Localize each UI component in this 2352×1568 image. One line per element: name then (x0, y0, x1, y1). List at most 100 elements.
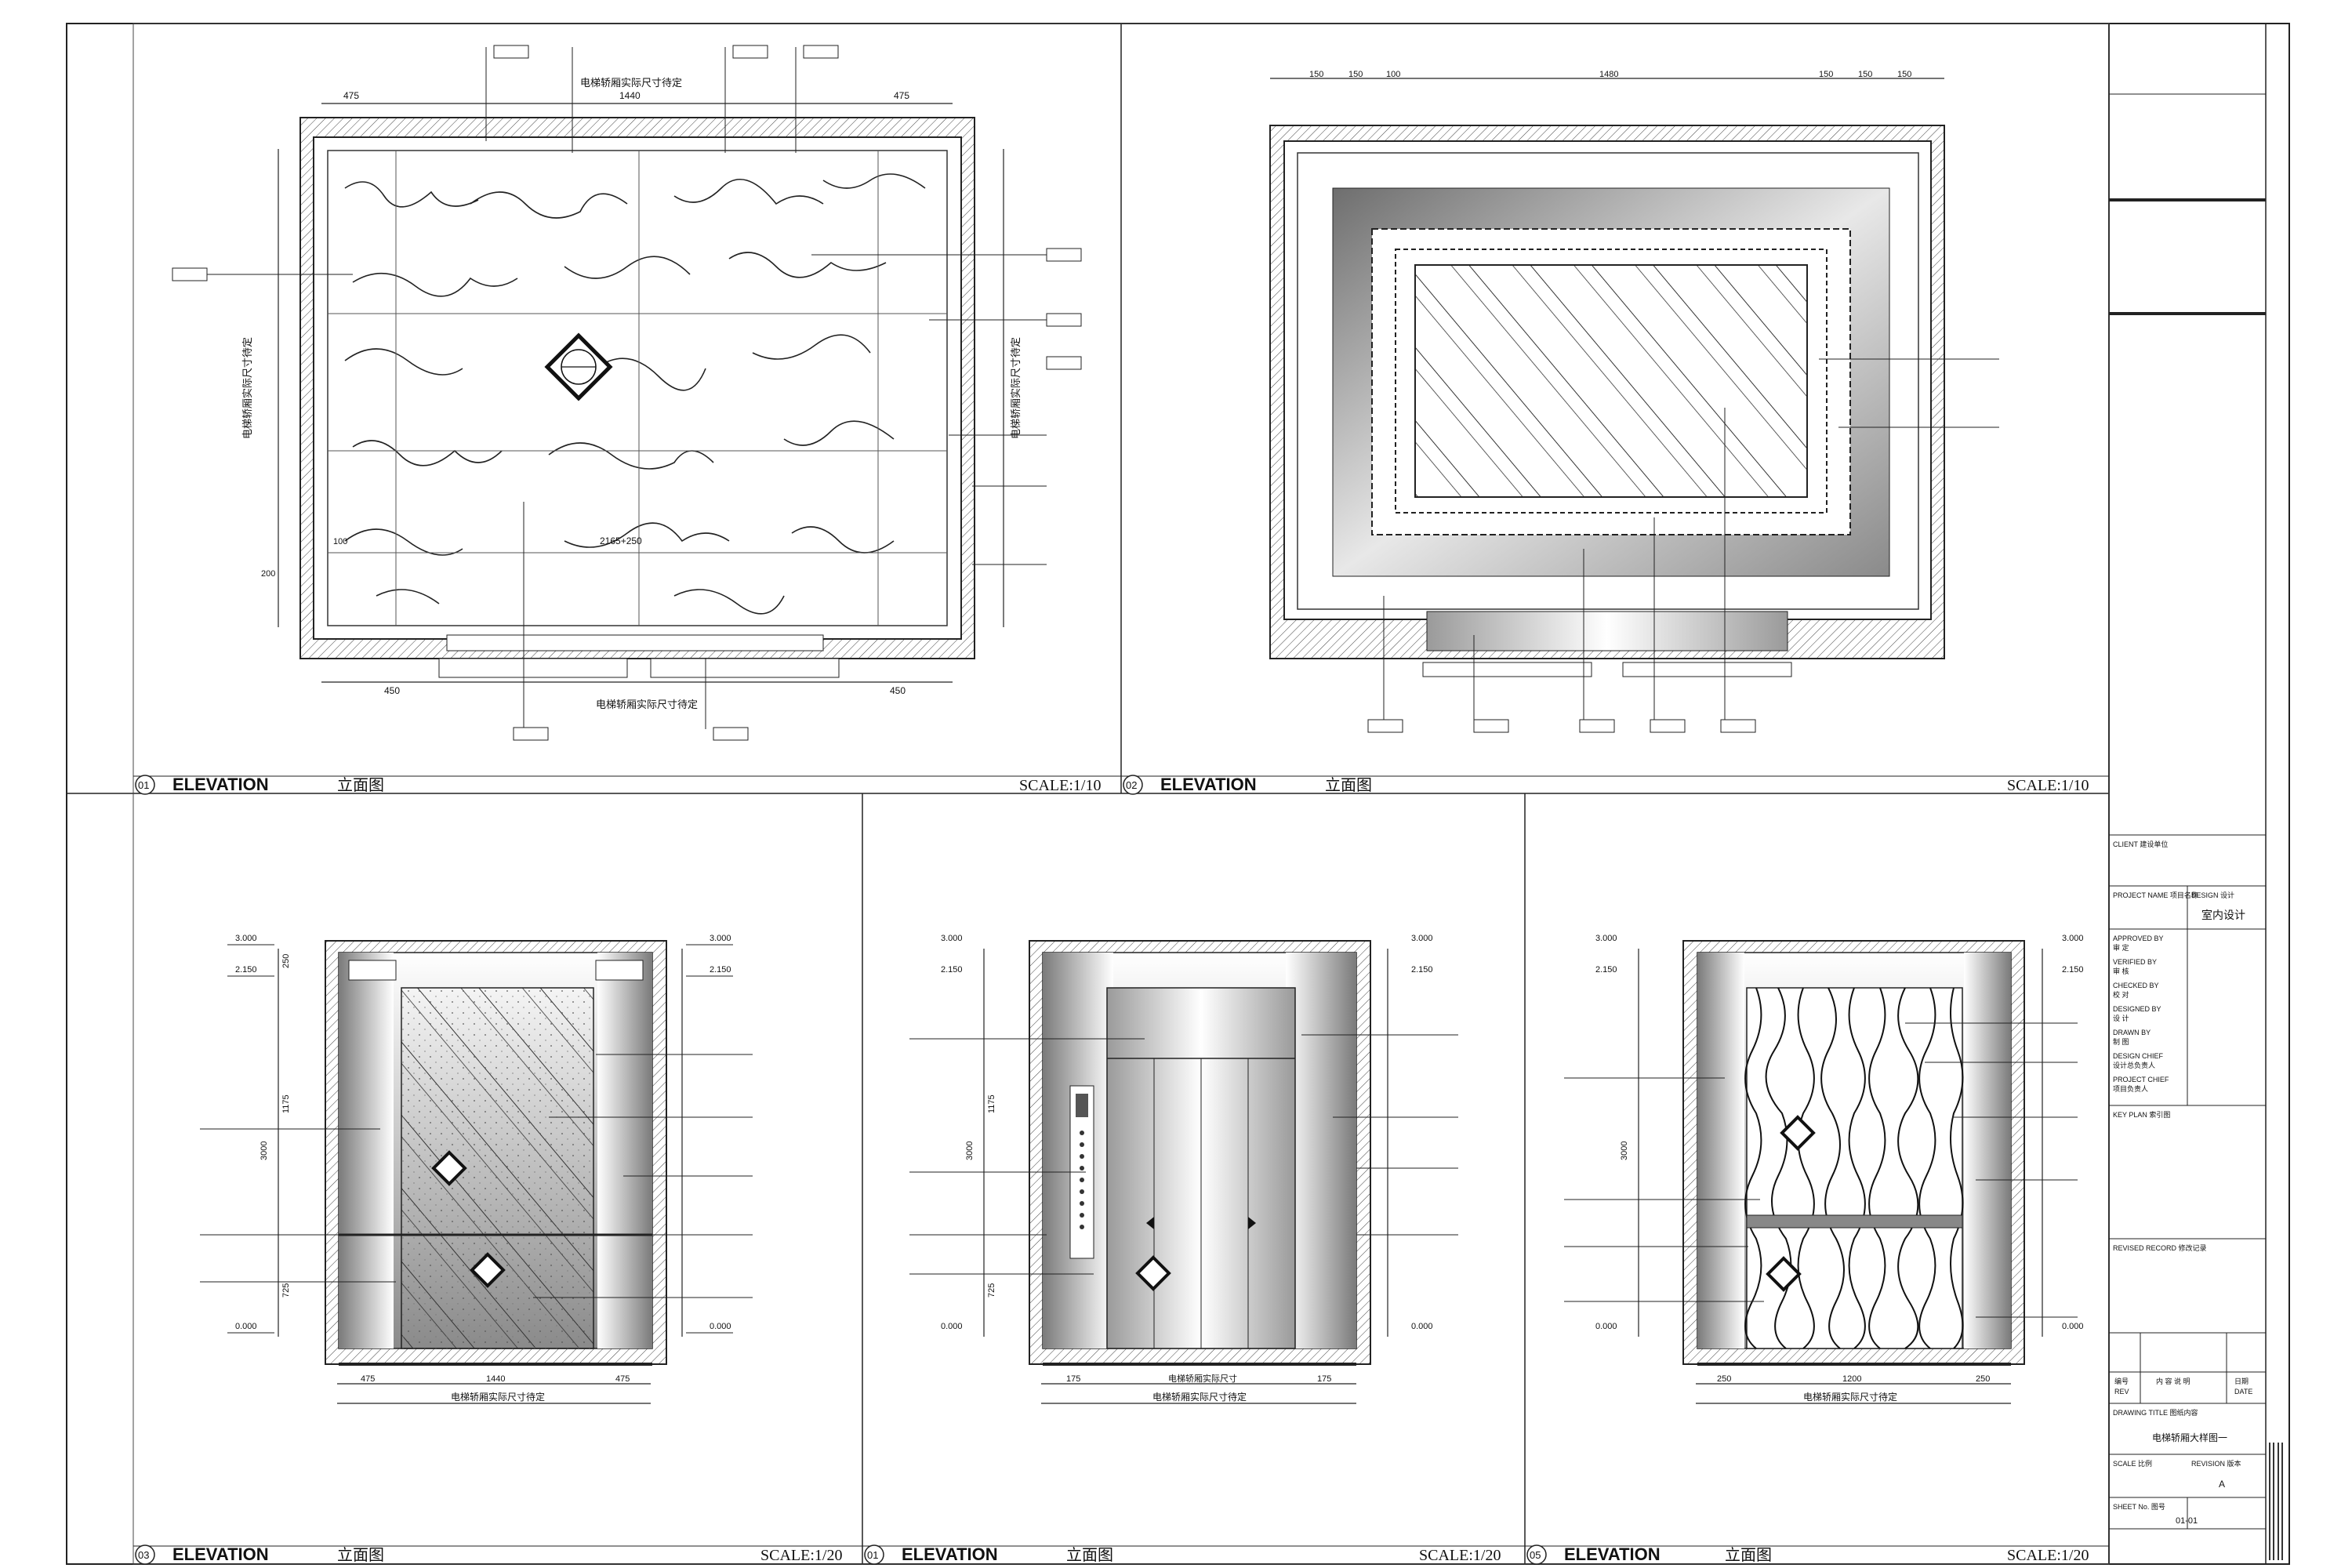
plan1-dim-small-a: 100 (333, 537, 347, 546)
p3-title: ELEVATION (172, 1544, 269, 1564)
p1-scale: SCALE:1/10 (1019, 777, 1101, 794)
e4-h-2: 1175 (987, 1094, 996, 1113)
tb-role-13: PROJECT CHIEF (2113, 1076, 2169, 1083)
plan1-dim-small-b: 200 (261, 569, 275, 579)
e5-b-1: 250 (1717, 1374, 1731, 1384)
e5-bottom-note: 电梯轿厢实际尺寸待定 (1803, 1391, 1897, 1403)
elevation-04: 3.000 2.150 0.000 3.000 2.150 0.000 3000… (909, 934, 1458, 1404)
e5-level-top-r: 3.000 (2062, 934, 2084, 943)
tb-rev-en-1: REV (2114, 1388, 2129, 1396)
plan1-dim-b2: 450 (890, 685, 906, 696)
plan1-note-top: 电梯轿厢实际尺寸待定 (580, 77, 682, 89)
e4-bottom-note: 电梯轿厢实际尺寸待定 (1152, 1391, 1247, 1403)
tb-project: PROJECT NAME 项目名称 (2113, 891, 2198, 899)
e5-b-3: 250 (1976, 1374, 1990, 1384)
tb-role-4: 审 核 (2113, 967, 2129, 975)
e3-level-bot: 0.000 (235, 1322, 257, 1331)
tb-role-12: 设计总负责人 (2113, 1061, 2155, 1069)
plan1-dim-b1: 450 (384, 685, 400, 696)
plan2-dim-3: 100 (1386, 70, 1400, 79)
tb-rev-col-3: 日期 (2234, 1377, 2249, 1385)
e3-level-bot-r: 0.000 (710, 1322, 731, 1331)
plan1-dim-2: 1440 (619, 90, 641, 101)
tb-rev-col-2: 内 容 说 明 (2156, 1377, 2190, 1385)
e3-level-top-r: 3.000 (710, 934, 731, 943)
p5-title-cn: 立面图 (1725, 1546, 1772, 1564)
p5-scale: SCALE:1/20 (2007, 1547, 2089, 1564)
plan2-dim-6: 150 (1858, 70, 1872, 79)
tb-role-5: CHECKED BY (2113, 982, 2159, 989)
plan1-dim-center: 2165+250 (600, 535, 642, 546)
tb-role-2: 审 定 (2113, 943, 2129, 952)
e3-h-2: 1175 (281, 1094, 291, 1113)
p3-title-cn: 立面图 (337, 1546, 384, 1564)
p5-num: 05 (1530, 1549, 1541, 1561)
tb-design-value: 室内设计 (2201, 909, 2245, 921)
title-block: CLIENT 建设单位 PROJECT NAME 项目名称 DESIGN 设计 … (2109, 24, 2283, 1564)
e3-h-total: 3000 (260, 1142, 269, 1160)
e4-level-top: 3.000 (941, 934, 963, 943)
tb-sheet-label: SHEET No. 图号 (2113, 1503, 2165, 1511)
e4-level-mid: 2.150 (941, 965, 963, 975)
plan1-dim-3: 475 (894, 90, 909, 101)
tb-version: A (2219, 1479, 2225, 1490)
e4-level-bot-r: 0.000 (1411, 1322, 1433, 1331)
p1-num: 01 (138, 779, 149, 791)
e4-note: 电梯轿厢实际尺寸 (1168, 1373, 1237, 1384)
e3-note: 电梯轿厢实际尺寸待定 (451, 1391, 545, 1403)
p4-num: 01 (867, 1549, 878, 1561)
p2-num: 02 (1126, 779, 1137, 791)
e3-level-mid: 2.150 (235, 965, 257, 975)
tb-rev-col-1: 编号 (2114, 1377, 2129, 1385)
e5-level-mid: 2.150 (1595, 965, 1617, 975)
plan2-dim-7: 150 (1897, 70, 1911, 79)
elevation-05: 3.000 2.150 0.000 3.000 2.150 0.000 3000… (1564, 934, 2084, 1404)
tb-role-11: DESIGN CHIEF (2113, 1052, 2164, 1060)
tb-role-10: 制 图 (2113, 1037, 2129, 1046)
tb-key-plan: KEY PLAN 索引图 (2113, 1110, 2170, 1119)
plan1-note-left: 电梯轿厢实际尺寸待定 (241, 337, 253, 439)
e3-b-3: 475 (615, 1374, 630, 1384)
p2-title-cn: 立面图 (1325, 776, 1372, 794)
e5-level-mid-r: 2.150 (2062, 965, 2084, 975)
plan-01: 475 1440 475 电梯轿厢实际尺寸待定 450 450 电梯轿厢实际尺寸… (172, 45, 1082, 741)
p3-num: 03 (138, 1549, 149, 1561)
e5-h-total: 3000 (1620, 1142, 1629, 1160)
e3-h-1: 250 (281, 954, 291, 968)
plan2-dim-2: 150 (1348, 70, 1363, 79)
tb-role-3: VERIFIED BY (2113, 958, 2157, 966)
tb-role-14: 项目负责人 (2113, 1084, 2148, 1093)
plan1-note-bottom: 电梯轿厢实际尺寸待定 (596, 699, 698, 710)
p5-title: ELEVATION (1564, 1544, 1661, 1564)
tb-drawing-title-label: DRAWING TITLE 图纸内容 (2113, 1408, 2198, 1417)
e4-level-mid-r: 2.150 (1411, 965, 1433, 975)
plan1-dim-1: 475 (343, 90, 359, 101)
e3-b-2: 1440 (486, 1374, 505, 1384)
e4-level-bot: 0.000 (941, 1322, 963, 1331)
p4-title-cn: 立面图 (1066, 1546, 1113, 1564)
plan2-dim-4: 1480 (1599, 70, 1618, 79)
e4-b-2: 175 (1317, 1374, 1331, 1384)
e5-level-top: 3.000 (1595, 934, 1617, 943)
tb-design: DESIGN 设计 (2191, 891, 2234, 899)
p4-scale: SCALE:1/20 (1419, 1547, 1501, 1564)
plan1-note-right: 电梯轿厢实际尺寸待定 (1010, 337, 1022, 439)
plan2-dim-1: 150 (1309, 70, 1323, 79)
tb-role-1: APPROVED BY (2113, 935, 2164, 942)
e3-level-top: 3.000 (235, 934, 257, 943)
tb-drawing-title: 电梯轿厢大样图一 (2152, 1432, 2227, 1443)
tb-rev-en-3: DATE (2234, 1388, 2252, 1396)
p4-title: ELEVATION (902, 1544, 998, 1564)
e4-level-top-r: 3.000 (1411, 934, 1433, 943)
p1-title: ELEVATION (172, 775, 269, 794)
tb-sheet-no: 01-01 (2176, 1516, 2198, 1526)
tb-role-6: 校 对 (2113, 990, 2129, 999)
p3-scale: SCALE:1/20 (760, 1547, 842, 1564)
e5-level-bot: 0.000 (1595, 1322, 1617, 1331)
plan2-dim-5: 150 (1819, 70, 1833, 79)
tb-scale-label: SCALE 比例 (2113, 1459, 2152, 1468)
p1-title-cn: 立面图 (337, 776, 384, 794)
e3-b-1: 475 (361, 1374, 375, 1384)
e5-level-bot-r: 0.000 (2062, 1322, 2084, 1331)
